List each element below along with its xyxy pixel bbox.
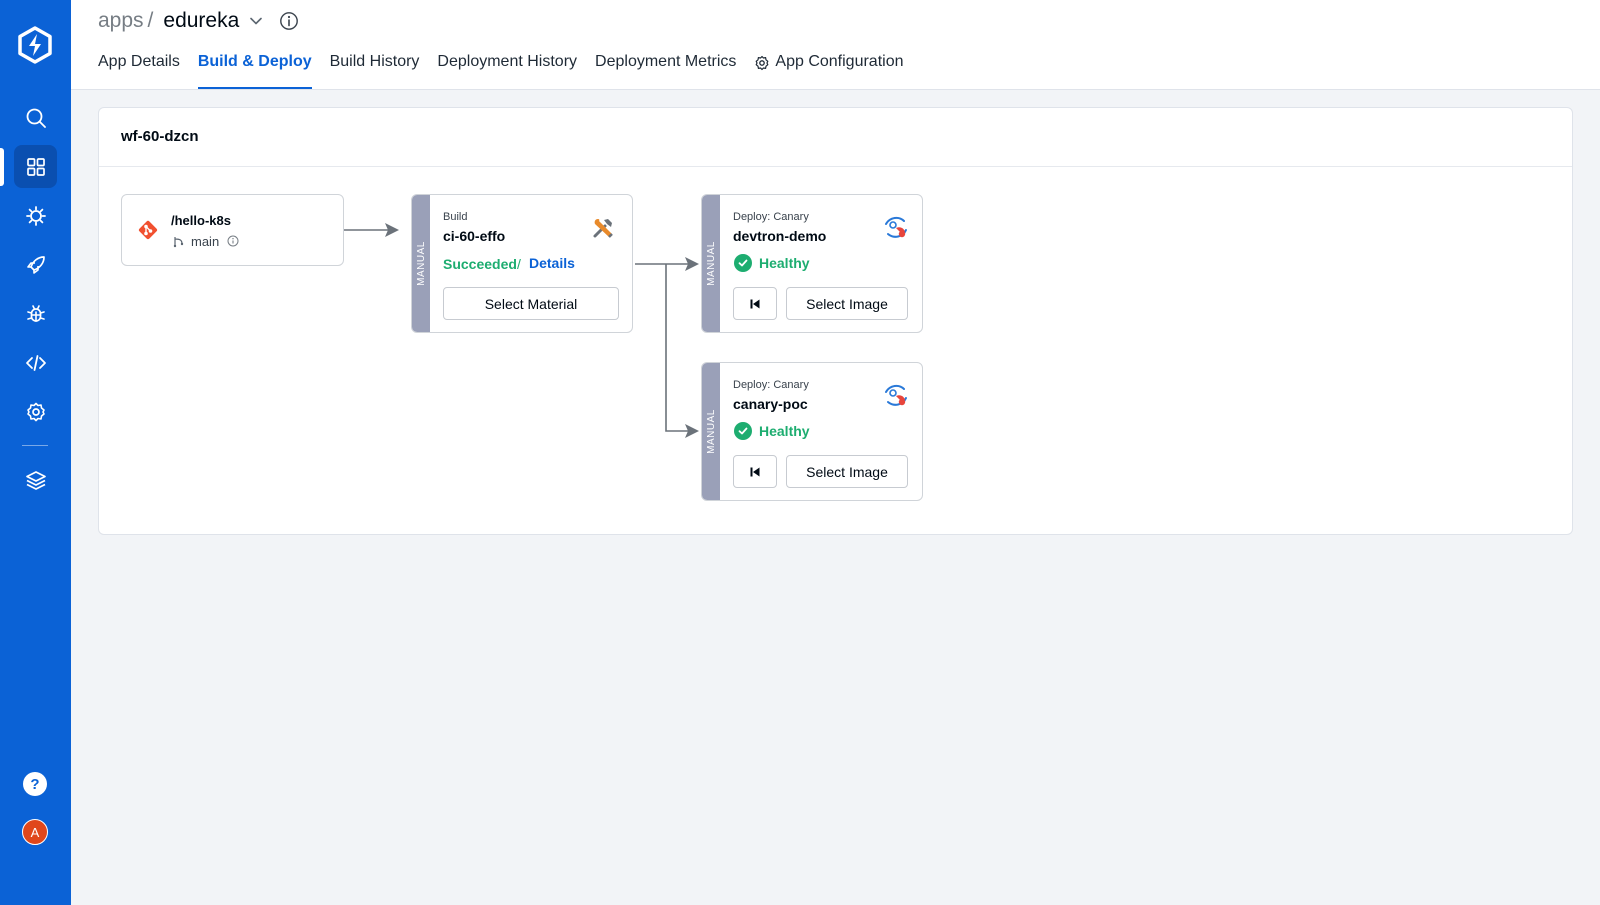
workflow-name: wf-60-dzcn xyxy=(121,128,199,145)
sidebar-active-indicator xyxy=(0,148,4,186)
tab-build-history[interactable]: Build History xyxy=(330,53,420,89)
info-icon[interactable] xyxy=(227,235,239,247)
trigger-type-strip: MANUAL xyxy=(702,195,720,332)
layers-icon xyxy=(25,470,46,490)
canary-deploy-icon xyxy=(885,384,907,406)
chevron-down-icon xyxy=(250,17,263,25)
select-material-button[interactable]: Select Material xyxy=(443,287,619,320)
node-type-label: Build xyxy=(443,211,468,223)
devtron-logo[interactable] xyxy=(16,26,54,64)
workflow-divider xyxy=(99,166,1572,167)
tab-build-deploy[interactable]: Build & Deploy xyxy=(197,53,312,89)
build-status: Succeeded xyxy=(443,256,517,272)
bug-icon xyxy=(26,304,45,322)
deploy-node-devtron-demo[interactable]: MANUAL Deploy: Canary devtron-demo Healt… xyxy=(701,194,923,333)
breadcrumb-apps-link[interactable]: apps xyxy=(98,9,144,32)
tab-app-details[interactable]: App Details xyxy=(98,53,180,89)
tab-deployment-history[interactable]: Deployment History xyxy=(437,53,577,89)
app-status: Healthy xyxy=(734,254,810,272)
app-status-label: Healthy xyxy=(759,255,810,271)
help-icon[interactable]: ? xyxy=(23,772,47,796)
arrowhead xyxy=(385,223,399,237)
sidebar-item-bulk-edit[interactable] xyxy=(14,341,57,384)
node-type-label: Deploy: Canary xyxy=(733,379,809,391)
trigger-type-strip: MANUAL xyxy=(702,363,720,500)
build-pipeline-name: ci-60-effo xyxy=(443,228,506,244)
tab-label: Deployment Metrics xyxy=(595,53,737,70)
breadcrumb-separator: / xyxy=(147,9,154,32)
build-node[interactable]: MANUAL Build ci-60-effo Succeeded / Deta… xyxy=(411,194,633,333)
app-switcher-dropdown[interactable] xyxy=(249,14,263,28)
search-icon xyxy=(26,108,46,128)
sidebar-item-search[interactable] xyxy=(14,96,57,139)
check-circle-icon xyxy=(734,254,752,272)
tab-label: Build History xyxy=(329,53,420,70)
sidebar-item-deployment-groups[interactable] xyxy=(14,243,57,286)
status-separator: / xyxy=(517,256,521,272)
deploy-rocket-icon xyxy=(26,255,45,274)
canary-deploy-icon xyxy=(885,216,907,238)
branch-icon xyxy=(173,237,184,248)
source-branch: main xyxy=(191,234,220,249)
git-icon xyxy=(138,220,158,240)
build-details-link[interactable]: Details xyxy=(529,255,575,271)
rollback-button[interactable] xyxy=(733,287,777,320)
app-name: edureka xyxy=(163,9,240,32)
tab-deployment-metrics[interactable]: Deployment Metrics xyxy=(595,53,736,89)
sidebar-item-global-config[interactable] xyxy=(14,390,57,433)
breadcrumb: apps / edureka xyxy=(98,9,299,33)
app-status: Healthy xyxy=(734,422,810,440)
tab-label: App Details xyxy=(98,53,180,70)
check-circle-icon xyxy=(734,422,752,440)
chart-store-icon xyxy=(25,205,46,226)
tab-label: Deployment History xyxy=(437,53,578,70)
sidebar-item-security[interactable] xyxy=(14,292,57,335)
sidebar-item-chart-store[interactable] xyxy=(14,194,57,237)
user-avatar[interactable]: A xyxy=(22,819,48,845)
app-status-label: Healthy xyxy=(759,423,810,439)
trigger-type-strip: MANUAL xyxy=(412,195,430,332)
tab-label: App Configuration xyxy=(775,53,904,70)
connector-build-deploy xyxy=(635,263,689,432)
arrowhead xyxy=(685,257,699,271)
rollback-icon xyxy=(750,299,760,308)
code-icon xyxy=(25,354,46,371)
source-node[interactable]: /hello-k8s main xyxy=(121,194,344,266)
sidebar: ? A xyxy=(0,0,71,905)
deploy-pipeline-name: devtron-demo xyxy=(733,228,827,244)
arrowhead xyxy=(685,424,699,438)
workflow-card: wf-60-dzcn /hello-k8s main MANUAL Build … xyxy=(98,107,1573,535)
gear-icon xyxy=(756,55,769,71)
tab-label: Build & Deploy xyxy=(197,53,312,70)
workflow-connectors xyxy=(344,223,699,438)
rollback-button[interactable] xyxy=(733,455,777,488)
sidebar-item-stack-manager[interactable] xyxy=(14,458,57,501)
tab-app-configuration[interactable]: App Configuration xyxy=(754,53,904,89)
gear-icon xyxy=(26,402,45,421)
apps-grid-icon xyxy=(26,157,45,176)
sidebar-divider xyxy=(22,445,48,446)
select-image-button[interactable]: Select Image xyxy=(786,455,908,488)
info-icon[interactable] xyxy=(279,11,299,31)
rollback-icon xyxy=(750,467,760,476)
deploy-pipeline-name: canary-poc xyxy=(733,396,808,412)
node-type-label: Deploy: Canary xyxy=(733,211,809,223)
deploy-node-canary-poc[interactable]: MANUAL Deploy: Canary canary-poc Healthy… xyxy=(701,362,923,501)
select-image-button[interactable]: Select Image xyxy=(786,287,908,320)
app-tabs: App Details Build & Deploy Build History… xyxy=(98,53,922,89)
source-repo: /hello-k8s xyxy=(171,213,231,228)
sidebar-item-applications[interactable] xyxy=(14,145,57,188)
app-header: apps / edureka App Details Build & Deplo… xyxy=(71,0,1600,90)
build-tools-icon xyxy=(593,219,613,238)
